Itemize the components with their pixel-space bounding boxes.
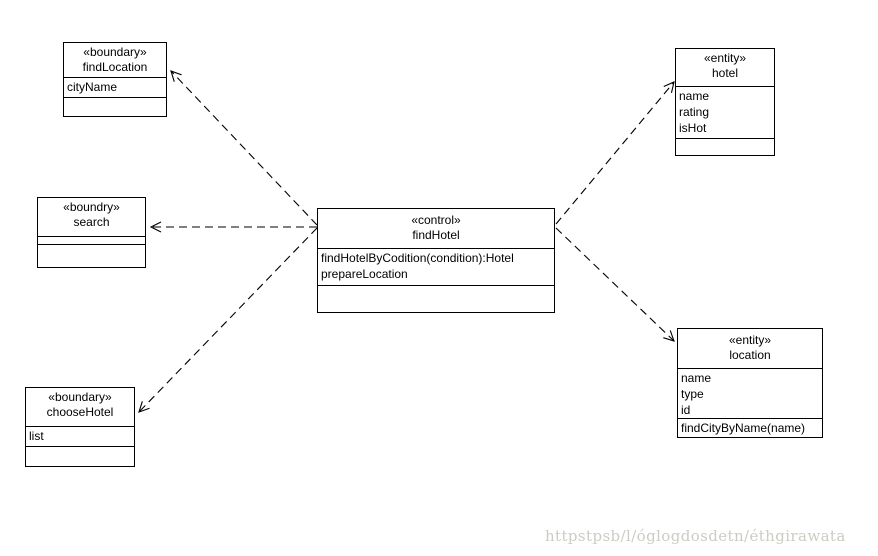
watermark-text: httpstpsb/l/óglogdosdetn/éthgirawata (545, 527, 846, 545)
class-choosehotel-operations (26, 446, 134, 466)
class-findhotel-title: «control» findHotel (318, 209, 554, 248)
class-search-title: «boundry» search (38, 198, 145, 236)
attribute-name: name (681, 371, 712, 385)
class-choosehotel-name: chooseHotel (46, 405, 114, 419)
class-choosehotel-title: «boundary» chooseHotel (26, 388, 134, 426)
class-search-attributes (38, 236, 145, 244)
class-choosehotel: «boundary» chooseHotel list (25, 387, 135, 467)
class-hotel: «entity» hotel name rating isHot (675, 48, 775, 156)
class-findlocation-title: «boundary» findLocation (64, 43, 166, 77)
attribute-list: list (29, 429, 44, 443)
class-hotel-attributes: name rating isHot (676, 86, 774, 138)
class-findhotel-name: findHotel (412, 228, 460, 242)
class-location-operations: findCityByName(name) (678, 418, 822, 437)
dependency-findhotel-to-hotel (555, 81, 675, 225)
attribute-type: type (681, 387, 704, 401)
class-choosehotel-stereotype: «boundary» (48, 390, 112, 404)
class-hotel-operations (676, 138, 774, 155)
class-findlocation-operations (64, 97, 166, 116)
class-findhotel-extra (318, 285, 554, 312)
operation-findcitybyname: findCityByName(name) (681, 421, 806, 435)
dependency-findhotel-to-findlocation (170, 70, 318, 226)
class-location-title: «entity» location (678, 329, 822, 368)
attribute-rating: rating (679, 105, 710, 119)
class-search: «boundry» search (37, 197, 146, 268)
class-search-stereotype: «boundry» (63, 200, 120, 214)
class-location: «entity» location name type id findCityB… (677, 328, 823, 438)
attribute-name: name (679, 89, 710, 103)
class-findlocation-name: findLocation (82, 60, 148, 74)
attribute-cityname: cityName (67, 80, 118, 94)
class-location-attributes: name type id (678, 368, 822, 418)
class-hotel-name: hotel (711, 66, 739, 80)
class-hotel-stereotype: «entity» (703, 51, 747, 65)
class-findlocation-attributes: cityName (64, 77, 166, 97)
class-findlocation-stereotype: «boundary» (83, 45, 147, 59)
class-location-name: location (729, 348, 771, 362)
class-findhotel: «control» findHotel findHotelByCodition(… (317, 208, 555, 313)
attribute-ishot: isHot (679, 121, 707, 135)
class-choosehotel-attributes: list (26, 426, 134, 446)
class-findhotel-stereotype: «control» (411, 213, 461, 227)
class-search-operations (38, 244, 145, 267)
operation-preparelocation: prepareLocation (321, 267, 408, 281)
dependency-findhotel-to-choosehotel (138, 227, 318, 413)
class-hotel-title: «entity» hotel (676, 49, 774, 86)
operation-findhotelbycodition: findHotelByCodition(condition):Hotel (321, 251, 514, 265)
class-search-name: search (73, 215, 110, 229)
attribute-id: id (681, 403, 691, 417)
dependency-findhotel-to-location (555, 227, 675, 342)
class-findhotel-operations: findHotelByCodition(condition):Hotel pre… (318, 248, 554, 285)
class-location-stereotype: «entity» (728, 333, 772, 347)
class-findlocation: «boundary» findLocation cityName (63, 42, 167, 117)
